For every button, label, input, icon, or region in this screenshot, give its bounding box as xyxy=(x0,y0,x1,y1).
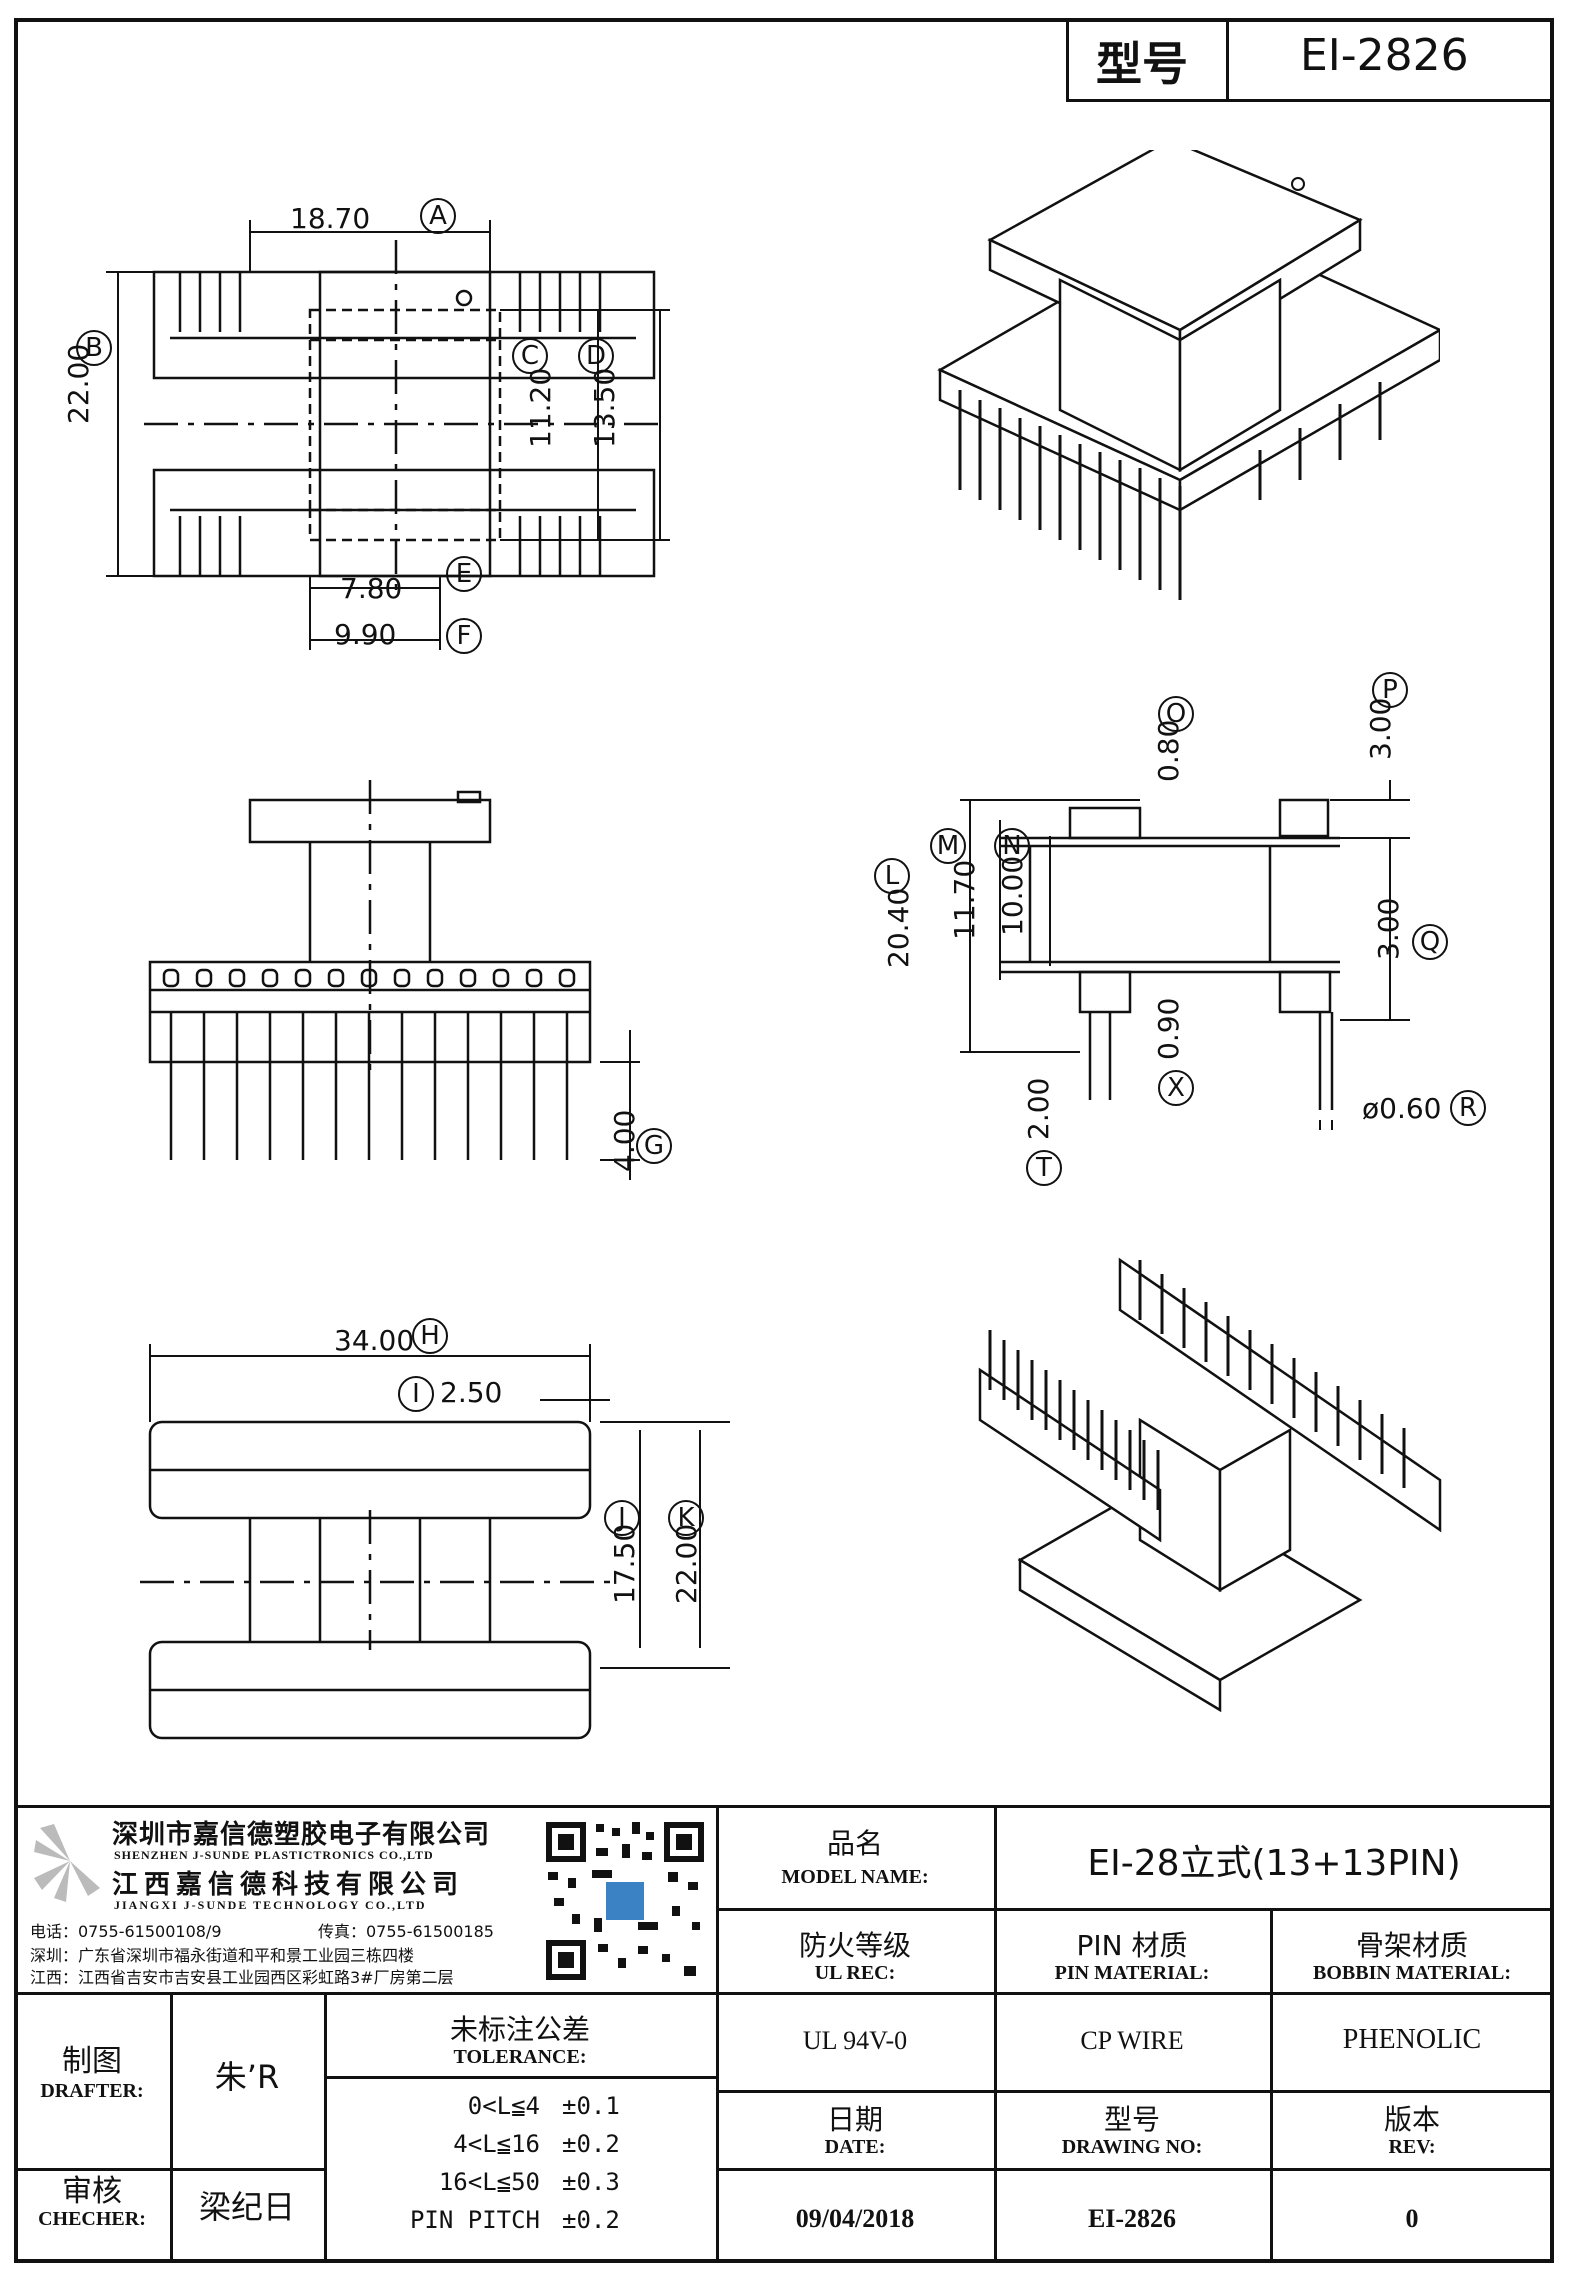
dim-R-value: ø0.60 xyxy=(1362,1092,1442,1125)
model-header-label: 型号 xyxy=(1096,37,1188,91)
dim-N-tag: N xyxy=(994,828,1030,864)
company-name-sz: 深圳市嘉信德塑胶电子有限公司 xyxy=(112,1820,491,1850)
company-addr-sz: 深圳：广东省深圳市福永街道和平和景工业园三栋四楼 xyxy=(30,1946,415,1965)
bottom-view xyxy=(140,1344,730,1740)
tolerance-label-cn: 未标注公差 xyxy=(449,2013,590,2046)
ul-value: UL 94V-0 xyxy=(802,2026,908,2055)
checker-label-en: CHECHER: xyxy=(38,2208,146,2230)
dim-T-value: 2.00 xyxy=(1022,1077,1055,1140)
model-header-value: EI-2826 xyxy=(1300,30,1469,81)
dim-L-value: 20.40 xyxy=(882,887,915,968)
dim-C-value: 11.20 xyxy=(524,367,557,448)
dim-A-tag: A xyxy=(420,198,456,234)
ul-label-cn: 防火等级 xyxy=(798,1929,911,1962)
dim-X-value: 0.90 xyxy=(1152,997,1185,1060)
dim-J-tag: J xyxy=(604,1500,640,1536)
company-addr-jx: 江西：江西省吉安市吉安县工业园西区彩虹路3#厂房第二层 xyxy=(30,1968,454,1987)
drawing-no-label-en: DRAWING NO: xyxy=(1061,2136,1203,2158)
dim-X-tag: X xyxy=(1158,1070,1194,1106)
company-name-sz-en: SHENZHEN J-SUNDE PLASTICTRONICS CO.,LTD xyxy=(114,1848,434,1862)
checker-label-cn: 审核 xyxy=(62,2174,122,2209)
tolerance-value-4: ±0.2 xyxy=(562,2206,620,2234)
dim-H-tag: H xyxy=(412,1318,448,1354)
dim-E-value: 7.80 xyxy=(340,572,403,605)
drafter-label-cn: 制图 xyxy=(62,2044,122,2079)
product-name-label-en: MODEL NAME: xyxy=(781,1866,929,1888)
pin-material-label-cn: PIN 材质 xyxy=(1076,1929,1188,1962)
date-label-en: DATE: xyxy=(824,2136,886,2158)
company-name-jx-en: JIANGXI J-SUNDE TECHNOLOGY CO.,LTD xyxy=(114,1898,427,1912)
dim-F-value: 9.90 xyxy=(334,618,397,651)
dim-N-value: 10.00 xyxy=(996,855,1029,936)
company-name-jx: 江西嘉信德科技有限公司 xyxy=(112,1870,465,1900)
product-name-label-cn: 品名 xyxy=(826,1827,883,1860)
bobbin-material-label-cn: 骨架材质 xyxy=(1355,1929,1468,1962)
qr-code xyxy=(542,1818,708,1984)
front-view xyxy=(148,780,640,1180)
dim-M-tag: M xyxy=(930,828,966,864)
tolerance-range-1: 0<L≦4 xyxy=(467,2092,540,2120)
ul-label-en: UL REC: xyxy=(814,1962,896,1984)
bobbin-material-label-en: BOBBIN MATERIAL: xyxy=(1313,1962,1511,1984)
tolerance-range-3: 16<L≦50 xyxy=(438,2168,540,2196)
side-view xyxy=(960,780,1410,1130)
date-label-cn: 日期 xyxy=(826,2103,883,2136)
dim-H-value: 34.00 xyxy=(334,1324,415,1357)
checker-value: 梁纪日 xyxy=(198,2188,295,2226)
dim-O-tag: O xyxy=(1158,696,1194,732)
dim-E-tag: E xyxy=(446,556,482,592)
tolerance-value-3: ±0.3 xyxy=(562,2168,620,2196)
dim-D-value: 13.50 xyxy=(588,367,621,448)
tolerance-value-2: ±0.2 xyxy=(562,2130,620,2158)
dim-T-tag: T xyxy=(1026,1150,1062,1186)
tolerance-range-2: 4<L≦16 xyxy=(453,2130,540,2158)
dim-K-tag: K xyxy=(668,1500,704,1536)
dim-C-tag: C xyxy=(512,338,548,374)
tolerance-range-4: PIN PITCH xyxy=(409,2206,540,2234)
dim-I-value: 2.50 xyxy=(440,1376,503,1409)
drawing-no-value: EI-2826 xyxy=(1087,2204,1177,2233)
pin-material-label-en: PIN MATERIAL: xyxy=(1054,1962,1210,1984)
iso-view-bottom xyxy=(978,1257,1442,1713)
drawing-frame xyxy=(14,18,1554,2263)
dim-Q-tag: Q xyxy=(1412,924,1448,960)
dim-B-tag: B xyxy=(76,330,112,366)
dim-Q-value: 3.00 xyxy=(1372,897,1405,960)
dim-J-value: 17.50 xyxy=(608,1523,641,1604)
dim-I-tag: I xyxy=(398,1376,434,1412)
date-value: 09/04/2018 xyxy=(795,2204,915,2233)
model-header-box xyxy=(1066,18,1554,102)
drafter-value: 朱’R xyxy=(214,2058,280,2096)
drafter-label-en: DRAFTER: xyxy=(40,2080,144,2102)
rev-label-cn: 版本 xyxy=(1383,2103,1440,2136)
drawing-no-label-cn: 型号 xyxy=(1103,2103,1160,2136)
dim-F-tag: F xyxy=(446,618,482,654)
tolerance-value-1: ±0.1 xyxy=(562,2092,620,2120)
pin-material-value: CP WIRE xyxy=(1080,2026,1184,2055)
rev-label-en: REV: xyxy=(1388,2136,1436,2158)
dim-D-tag: D xyxy=(578,338,614,374)
dim-M-value: 11.70 xyxy=(948,859,981,940)
company-logo xyxy=(34,1824,100,1902)
iso-view-top xyxy=(937,150,1440,600)
dim-G-tag: G xyxy=(636,1128,672,1164)
dim-L-tag: L xyxy=(874,858,910,894)
top-view xyxy=(106,220,670,650)
company-fax: 传真：0755-61500185 xyxy=(318,1922,494,1941)
company-tel: 电话：0755-61500108/9 xyxy=(30,1922,222,1941)
product-name-value: EI-28立式(13+13PIN) xyxy=(1087,1843,1461,1884)
dim-A-value: 18.70 xyxy=(290,202,371,235)
bobbin-material-value: PHENOLIC xyxy=(1342,2024,1482,2055)
tolerance-label-en: TOLERANCE: xyxy=(453,2046,587,2068)
dim-P-tag: P xyxy=(1372,672,1408,708)
rev-value: 0 xyxy=(1405,2204,1419,2233)
dim-R-tag: R xyxy=(1450,1090,1486,1126)
